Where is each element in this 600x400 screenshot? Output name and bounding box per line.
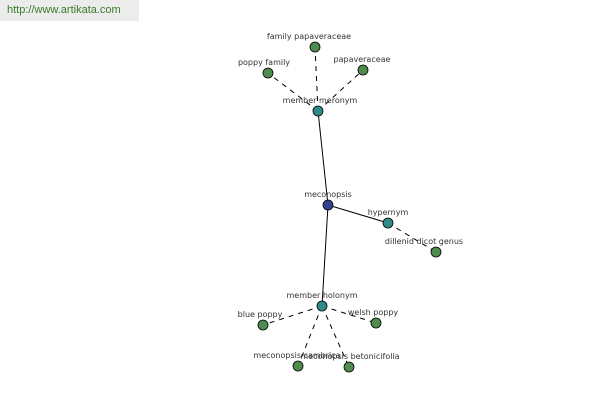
term-node-dot[interactable]: [257, 319, 269, 331]
term-node-label: welsh poppy: [348, 308, 399, 317]
term-node-poppy-family[interactable]: poppy family: [238, 58, 290, 79]
term-node-label: meconopsis cambrica: [253, 351, 340, 360]
relation-node-label: member holonym: [286, 291, 357, 300]
term-node-label: papaveraceae: [334, 55, 391, 64]
edge-meronym-to-poppy-family: [267, 72, 319, 112]
edge-center-to-member-holonym: [321, 204, 329, 307]
edge-holonym-to-meconopsis-cambrica: [297, 305, 323, 367]
term-node-dot[interactable]: [430, 246, 442, 258]
edge-center-to-member-meronym: [317, 110, 329, 206]
term-node-dot[interactable]: [262, 67, 274, 79]
term-node-dot[interactable]: [343, 361, 355, 373]
relation-node-dot[interactable]: [382, 217, 394, 229]
relation-node-label: member meronym: [283, 96, 358, 105]
term-node-family-papaveraceae[interactable]: family papaveraceae: [267, 32, 351, 53]
term-node-label: meconopsis betonicifolia: [300, 352, 399, 361]
relation-node-dot[interactable]: [312, 105, 324, 117]
edge-meronym-to-papaveraceae: [317, 69, 364, 112]
center-node-label: meconopsis: [304, 190, 352, 199]
term-node-dot[interactable]: [309, 41, 321, 53]
term-node-dot[interactable]: [357, 64, 369, 76]
relation-node-label: hypernym: [368, 208, 409, 217]
term-node-papaveraceae[interactable]: papaveraceae: [334, 55, 391, 76]
term-node-dot[interactable]: [292, 360, 304, 372]
edge-holonym-to-blue-poppy: [262, 305, 323, 326]
term-node-label: blue poppy: [238, 310, 283, 319]
term-node-blue-poppy[interactable]: blue poppy: [238, 310, 283, 331]
edge-center-to-hypernym: [327, 204, 389, 224]
site-url[interactable]: http://www.artikata.com: [0, 0, 139, 21]
term-node-dillenid-dicot-genus[interactable]: dillenid dicot genus: [385, 237, 463, 258]
term-node-label: dillenid dicot genus: [385, 237, 463, 246]
term-node-dot[interactable]: [370, 317, 382, 329]
edge-meronym-to-family-papaveraceae: [314, 46, 319, 112]
relation-node-member-holonym[interactable]: member holonym: [286, 291, 358, 312]
center-node[interactable]: meconopsis: [304, 190, 352, 211]
term-node-label: family papaveraceae: [267, 32, 351, 41]
term-node-label: poppy family: [238, 58, 290, 67]
edge-holonym-to-meconopsis-betonicifolia: [321, 305, 350, 368]
center-node-dot[interactable]: [322, 199, 334, 211]
term-node-meconopsis-betonicifolia[interactable]: meconopsis betonicifolia: [300, 352, 400, 373]
relation-node-member-meronym[interactable]: member meronym: [283, 96, 358, 117]
term-node-welsh-poppy[interactable]: welsh poppy: [348, 308, 399, 329]
relation-node-dot[interactable]: [316, 300, 328, 312]
term-node-meconopsis-cambrica[interactable]: meconopsis cambrica: [253, 351, 341, 372]
relation-node-hypernym[interactable]: hypernym: [368, 208, 409, 229]
